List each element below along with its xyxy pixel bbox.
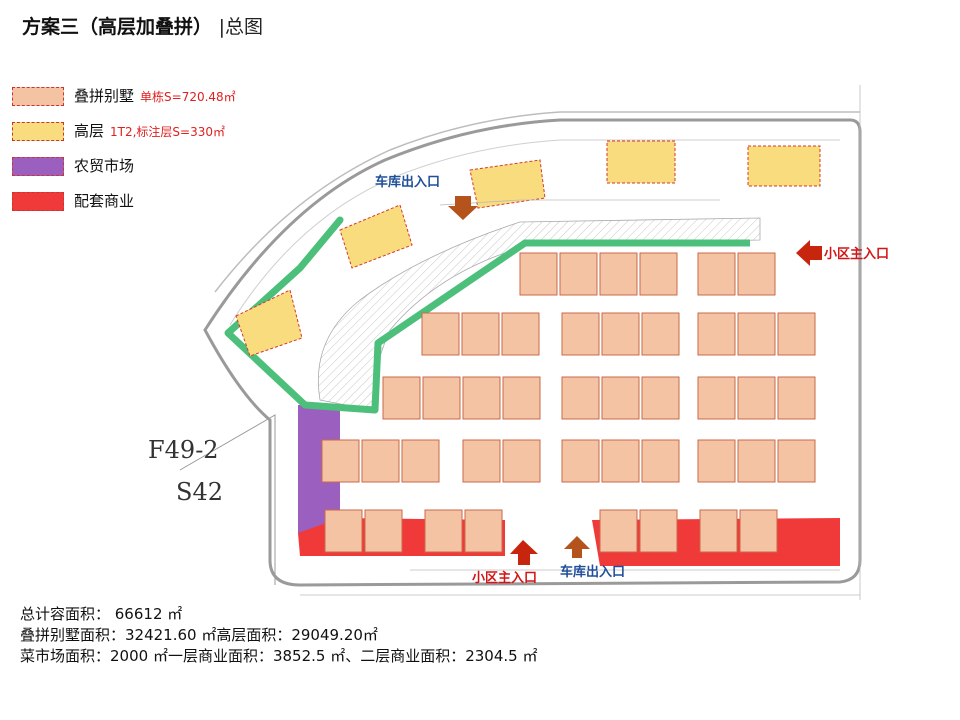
main-entrance-label-bottom: 小区主入口 bbox=[472, 570, 537, 586]
villa-block bbox=[777, 439, 816, 483]
title-sub: |总图 bbox=[218, 16, 264, 38]
villa-block bbox=[699, 509, 738, 553]
stat-total-far: 总计容面积： 66612 ㎡ bbox=[20, 605, 183, 623]
main-entrance-label-right: 小区主入口 bbox=[824, 246, 889, 262]
villa-block bbox=[737, 376, 776, 420]
villa-block bbox=[502, 439, 541, 483]
legend-swatch-highrise bbox=[12, 122, 64, 141]
garage-entrance-label-top: 车库出入口 bbox=[375, 174, 440, 190]
villa-block bbox=[697, 252, 736, 296]
highrise-tower bbox=[606, 140, 676, 184]
villa-block bbox=[739, 509, 778, 553]
main-entrance-arrow-bottom bbox=[510, 540, 538, 565]
villa-block bbox=[501, 312, 540, 356]
villa-block bbox=[601, 376, 640, 420]
area-statistics: 总计容面积： 66612 ㎡ 叠拼别墅面积：32421.60 ㎡高层面积：290… bbox=[20, 604, 537, 667]
legend-label-market: 农贸市场 bbox=[74, 157, 135, 175]
legend-swatch-market bbox=[12, 157, 64, 176]
highrise-tower bbox=[339, 204, 413, 269]
page-title: 方案三（高层加叠拼） |总图 bbox=[22, 12, 263, 39]
stat-villa-highrise: 叠拼别墅面积：32421.60 ㎡高层面积：29049.20㎡ bbox=[20, 626, 378, 644]
villa-block bbox=[697, 376, 736, 420]
villa-block bbox=[641, 312, 680, 356]
villa-blocks bbox=[321, 252, 816, 553]
plot-code: F49-2 bbox=[148, 436, 219, 464]
villa-block bbox=[324, 509, 363, 553]
villa-block bbox=[641, 439, 680, 483]
legend-note-highrise: 1T2,标注层S=330㎡ bbox=[110, 125, 226, 139]
villa-block bbox=[639, 509, 678, 553]
title-main: 方案三（高层加叠拼） bbox=[22, 16, 213, 38]
villa-block bbox=[462, 439, 501, 483]
villa-block bbox=[559, 252, 598, 296]
highrise-tower bbox=[469, 159, 546, 209]
green-belt-2 bbox=[225, 239, 750, 414]
villa-block bbox=[737, 252, 776, 296]
villa-block bbox=[464, 509, 503, 553]
legend-swatch-villa bbox=[12, 87, 64, 106]
zone-code: S42 bbox=[176, 478, 223, 506]
highrise-tower bbox=[235, 289, 303, 357]
villa-block bbox=[461, 312, 500, 356]
villa-block bbox=[639, 252, 678, 296]
hatched-ramp bbox=[317, 217, 761, 411]
villa-block bbox=[382, 376, 421, 420]
garage-arrow-top bbox=[448, 196, 478, 220]
villa-block bbox=[641, 376, 680, 420]
villa-block bbox=[737, 312, 776, 356]
villa-block bbox=[561, 439, 600, 483]
villa-block bbox=[462, 376, 501, 420]
outer-road bbox=[214, 111, 860, 293]
villa-block bbox=[424, 509, 463, 553]
site-boundary bbox=[203, 118, 862, 587]
garage-arrow-bottom bbox=[564, 536, 590, 558]
legend-label-villa: 叠拼别墅 bbox=[74, 87, 135, 105]
garage-entrance-label-bottom: 车库出入口 bbox=[560, 564, 625, 580]
villa-block bbox=[599, 252, 638, 296]
villa-block bbox=[777, 312, 816, 356]
villa-block bbox=[421, 312, 460, 356]
legend-note-villa: 单栋S=720.48㎡ bbox=[140, 90, 236, 104]
stat-market-commercial: 菜市场面积：2000 ㎡一层商业面积：3852.5 ㎡、二层商业面积：2304.… bbox=[20, 647, 538, 665]
villa-block bbox=[519, 252, 558, 296]
villa-block bbox=[361, 439, 400, 483]
villa-block bbox=[561, 312, 600, 356]
villa-block bbox=[777, 376, 816, 420]
villa-block bbox=[364, 509, 403, 553]
inner-road bbox=[229, 139, 840, 326]
villa-block bbox=[561, 376, 600, 420]
villa-block bbox=[401, 439, 440, 483]
villa-block bbox=[601, 439, 640, 483]
villa-block bbox=[697, 312, 736, 356]
villa-block bbox=[601, 312, 640, 356]
villa-block bbox=[737, 439, 776, 483]
highrise-tower bbox=[747, 145, 821, 187]
legend-swatch-commercial bbox=[12, 192, 64, 211]
villa-block bbox=[697, 439, 736, 483]
legend-label-commercial: 配套商业 bbox=[74, 192, 135, 210]
villa-block bbox=[321, 439, 360, 483]
villa-block bbox=[502, 376, 541, 420]
villa-block bbox=[422, 376, 461, 420]
highrise-towers bbox=[235, 140, 821, 357]
villa-block bbox=[599, 509, 638, 553]
legend-label-highrise: 高层 bbox=[74, 122, 105, 140]
main-entrance-arrow-right bbox=[796, 240, 822, 266]
west-edge bbox=[179, 414, 276, 585]
